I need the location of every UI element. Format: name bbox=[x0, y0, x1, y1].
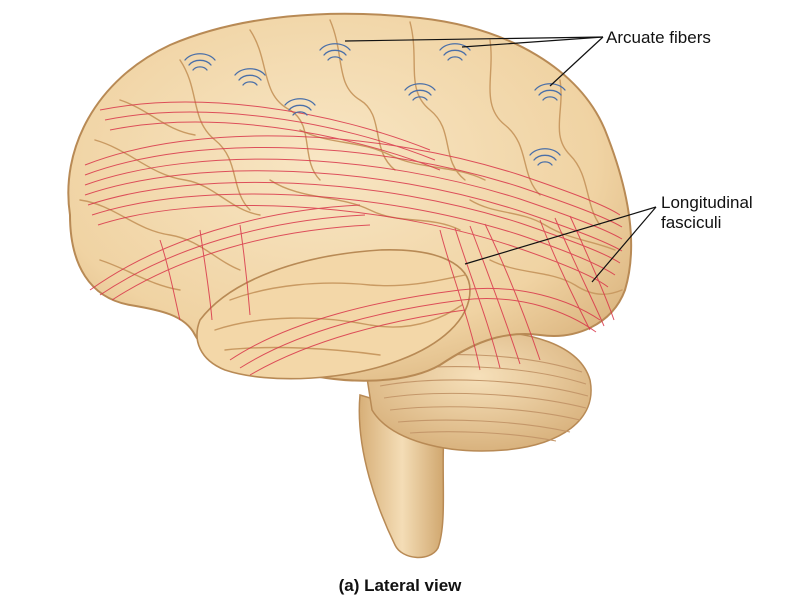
leader-lines bbox=[344, 36, 657, 283]
figure-caption: (a) Lateral view bbox=[338, 576, 462, 595]
label-arcuate-fibers: Arcuate fibers bbox=[606, 28, 711, 47]
label-longitudinal-fasciculi: Longitudinal fasciculi bbox=[661, 193, 753, 233]
cerebrum bbox=[67, 12, 633, 382]
label-longitudinal-line1: Longitudinal bbox=[661, 193, 753, 212]
arcuate-fibers bbox=[184, 43, 566, 166]
longitudinal-fibers bbox=[84, 101, 623, 376]
label-longitudinal-line2: fasciculi bbox=[661, 213, 722, 232]
